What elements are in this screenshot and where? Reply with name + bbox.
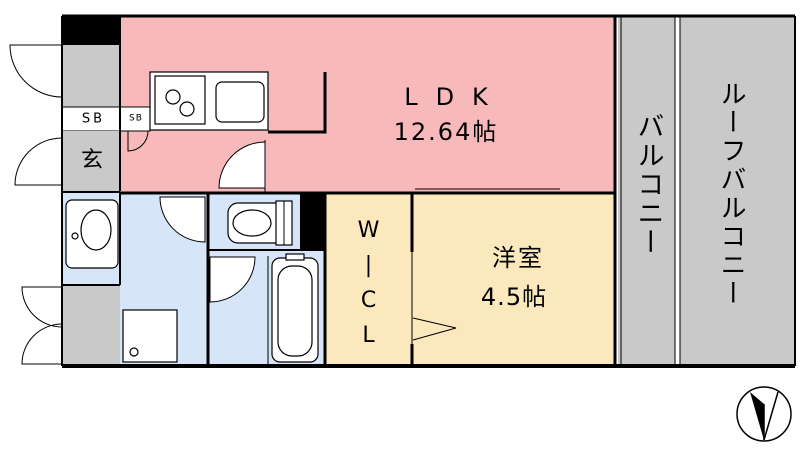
storage-right-label: SB [129,113,143,124]
stove-burner-icon [179,101,195,117]
north-arrow-icon [736,386,792,442]
bath-faucet [285,253,305,261]
entrance-floor [62,131,120,191]
roof-balcony-floor [680,17,795,366]
entrance-door-swing [9,44,63,98]
storage-box-left [61,106,121,132]
roof-balcony-label: ルーフバルコニー [716,80,746,308]
drain-icon [129,347,139,357]
stove-top [154,75,206,125]
storage-left-label: SB [81,111,106,127]
walk-in-closet-floor [325,193,412,366]
western-room-size: 4.5帖 [480,283,548,311]
pipe-shaft [300,193,325,250]
bathtub-inner [277,265,313,357]
stove-burner-icon [165,89,181,105]
kitchen-sink [215,81,265,123]
lower-closet-floor [62,285,120,366]
balcony-label: バルコニー [632,112,664,257]
kitchen-partition-wall [268,72,327,134]
ldk-size: 12.64帖 [393,118,499,146]
entrance-door-swing [14,137,63,186]
balcony-floor [618,17,675,366]
toilet-bowl [232,209,272,237]
faucet-icon [71,232,79,240]
hall-door-swing [218,141,266,189]
western-room-floor [412,193,615,366]
entrance-pillar [62,16,120,45]
walk-in-closet-label: W|CL [356,218,381,358]
closet-door-swing [21,286,63,328]
western-room-label: 洋室 [492,244,544,272]
entrance-label: 玄 [80,148,104,173]
closet-folding-door [412,317,457,341]
shoe-closet-floor [62,45,120,107]
compass-needle-right [763,391,779,441]
wash-basin-bowl [80,209,112,251]
compass-circle [736,386,792,442]
closet-door-swing [21,323,63,365]
storage-box-right [119,106,151,132]
ldk-label: LDK [404,83,506,111]
storage-door-swing [127,130,149,152]
compass-needle-left [750,392,764,440]
washroom-door-swing [159,196,206,243]
bathroom-door-swing [209,256,256,303]
